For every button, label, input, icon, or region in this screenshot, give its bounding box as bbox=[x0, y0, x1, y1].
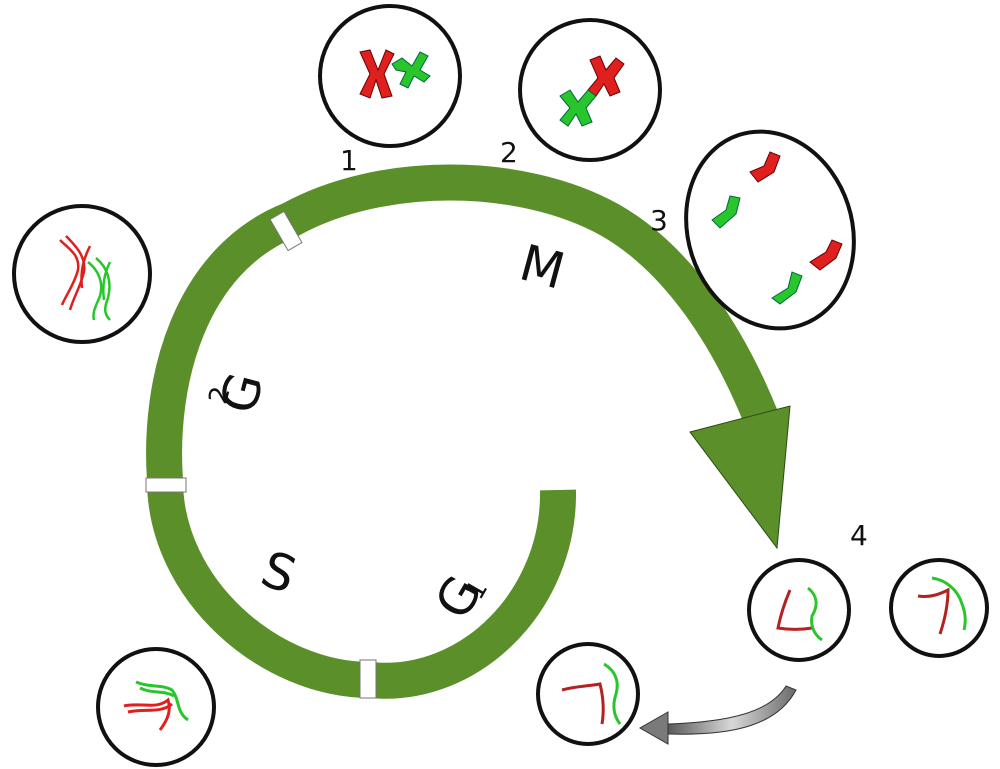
cell-g2 bbox=[12, 204, 152, 344]
chromatin-red bbox=[917, 587, 950, 635]
cell-s-phase bbox=[96, 647, 216, 767]
chromatin-green bbox=[87, 257, 112, 321]
chromatin-red bbox=[776, 589, 813, 631]
cycle-arrowhead bbox=[689, 405, 791, 550]
chromatin-green bbox=[931, 576, 967, 631]
cell-stage-2 bbox=[518, 18, 662, 162]
chromatin-green bbox=[603, 662, 622, 725]
cell-stage-4 bbox=[747, 558, 851, 662]
stage-number-1: 1 bbox=[340, 144, 358, 177]
chromatin-red bbox=[561, 682, 605, 725]
divider-g1-s bbox=[359, 659, 377, 699]
divider-s-g2 bbox=[145, 477, 187, 493]
cycle-arc bbox=[146, 164, 779, 699]
stage-number-2: 2 bbox=[500, 136, 518, 169]
cell-stage-4-right bbox=[889, 558, 989, 658]
red-chromosome bbox=[359, 49, 395, 99]
cycle-band bbox=[145, 164, 791, 699]
cell-stage-1 bbox=[318, 4, 462, 148]
green-chromosome bbox=[559, 89, 597, 127]
phase-label-g2-sub: 2 bbox=[203, 383, 236, 407]
chromatin-red bbox=[59, 235, 92, 311]
cell-stage-3 bbox=[684, 129, 856, 331]
phase-label-s: S bbox=[254, 540, 304, 605]
chromatin-green bbox=[807, 586, 823, 642]
phase-label-m: M bbox=[514, 234, 571, 301]
chromatin-red bbox=[123, 697, 173, 731]
stage-number-3: 3 bbox=[650, 204, 668, 237]
divider-g2-m bbox=[269, 210, 303, 252]
return-arrow bbox=[638, 685, 797, 745]
cell-daughter-g1 bbox=[536, 642, 640, 746]
chromatid-set-top bbox=[711, 151, 781, 229]
green-chromosome bbox=[391, 51, 431, 89]
chromatid-set-bottom bbox=[771, 239, 843, 305]
chromatin-green bbox=[135, 680, 189, 722]
stage-number-4: 4 bbox=[850, 519, 868, 552]
